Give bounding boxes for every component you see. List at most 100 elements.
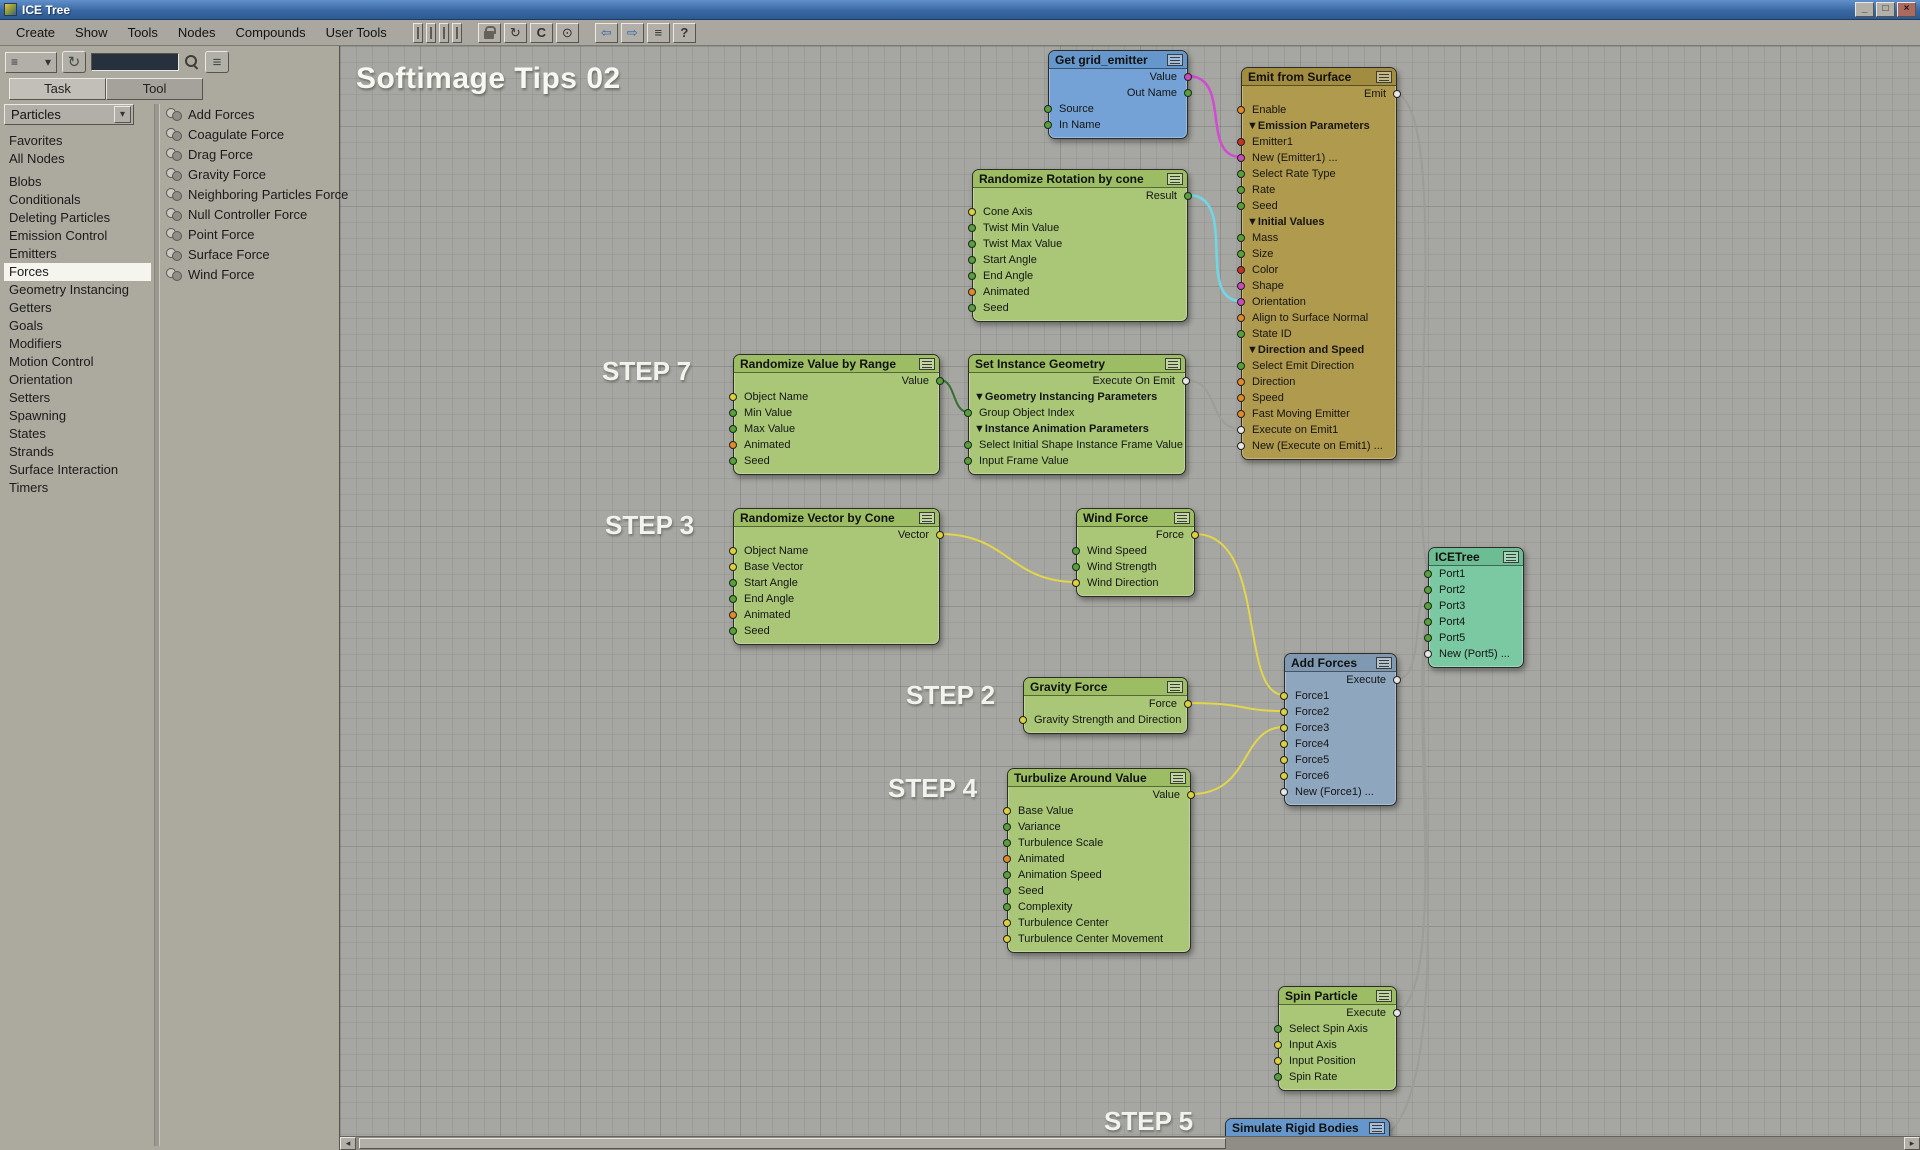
scroll-left-icon[interactable]: ◂	[340, 1137, 356, 1150]
node-item-drag-force[interactable]: Drag Force	[164, 144, 336, 164]
node-menu-icon[interactable]	[1376, 989, 1392, 1002]
input-port-force1[interactable]: Force1	[1280, 688, 1396, 704]
output-port-value[interactable]: Value	[1049, 69, 1192, 85]
input-port-twist-min-value[interactable]: Twist Min Value	[968, 220, 1187, 236]
menu-user-tools[interactable]: User Tools	[325, 25, 387, 40]
input-port-orientation[interactable]: Orientation	[1237, 294, 1396, 310]
input-port-complexity[interactable]: Complexity	[1003, 899, 1190, 915]
help-icon[interactable]: ?	[672, 22, 696, 43]
input-port-force5[interactable]: Force5	[1280, 752, 1396, 768]
node-menu-icon[interactable]	[1165, 357, 1181, 370]
input-port-select-emit-direction[interactable]: Select Emit Direction	[1237, 358, 1396, 374]
sync-icon[interactable]: ⊙	[555, 22, 579, 43]
input-port-color[interactable]: Color	[1237, 262, 1396, 278]
input-port-base-vector[interactable]: Base Vector	[729, 559, 939, 575]
input-port-new-force1[interactable]: New (Force1) ...	[1280, 784, 1396, 800]
node-item-add-forces[interactable]: Add Forces	[164, 104, 336, 124]
input-port-start-angle[interactable]: Start Angle	[729, 575, 939, 591]
node-menu-icon[interactable]	[1174, 511, 1190, 524]
sidebar-item-goals[interactable]: Goals	[9, 318, 43, 333]
sidebar-item-states[interactable]: States	[9, 426, 46, 441]
output-port-execute[interactable]: Execute	[1285, 672, 1401, 688]
sidebar-item-conditionals[interactable]: Conditionals	[9, 192, 81, 207]
input-port-new-emitter1[interactable]: New (Emitter1) ...	[1237, 150, 1396, 166]
input-port-start-angle[interactable]: Start Angle	[968, 252, 1187, 268]
wire-randomize-value-to-set-instance[interactable]	[939, 379, 969, 413]
input-port-gravity-strength-and-direction[interactable]: Gravity Strength and Direction	[1019, 712, 1187, 728]
preset-dropdown[interactable]: Particles ▾	[4, 104, 134, 125]
input-port-turbulence-scale[interactable]: Turbulence Scale	[1003, 835, 1190, 851]
input-port-select-rate-type[interactable]: Select Rate Type	[1237, 166, 1396, 182]
output-port-vector[interactable]: Vector	[734, 527, 944, 543]
input-port-select-spin-axis[interactable]: Select Spin Axis	[1274, 1021, 1396, 1037]
node-menu-icon[interactable]	[919, 511, 935, 524]
input-port-enable[interactable]: Enable	[1237, 102, 1396, 118]
node-item-gravity-force[interactable]: Gravity Force	[164, 164, 336, 184]
input-port-force4[interactable]: Force4	[1280, 736, 1396, 752]
wire-wind-to-add-forces[interactable]	[1194, 533, 1285, 696]
input-port-speed[interactable]: Speed	[1237, 390, 1396, 406]
input-port-select-initial-shape-instance-frame-value[interactable]: Select Initial Shape Instance Frame Valu…	[964, 437, 1185, 453]
wire-simulate-to-icetree[interactable]	[1389, 620, 1429, 1133]
scrollbar-thumb[interactable]	[359, 1138, 1226, 1149]
input-port-execute-on-emit1[interactable]: Execute on Emit1	[1237, 422, 1396, 438]
input-port-rate[interactable]: Rate	[1237, 182, 1396, 198]
input-port-wind-strength[interactable]: Wind Strength	[1072, 559, 1194, 575]
lock-icon[interactable]	[477, 22, 501, 43]
input-port-port4[interactable]: Port4	[1424, 614, 1523, 630]
input-port-new-port5[interactable]: New (Port5) ...	[1424, 646, 1523, 662]
input-port-state-id[interactable]: State ID	[1237, 326, 1396, 342]
wire-gravity-to-add-forces[interactable]	[1187, 702, 1285, 712]
wire-randomize-vector-to-wind[interactable]	[939, 533, 1077, 583]
input-port-max-value[interactable]: Max Value	[729, 421, 939, 437]
menu-show[interactable]: Show	[75, 25, 108, 40]
output-port-force[interactable]: Force	[1024, 696, 1192, 712]
wire-add-forces-to-icetree[interactable]	[1396, 588, 1429, 680]
pane-layout-icon-2[interactable]	[425, 22, 436, 43]
node-item-null-controller-force[interactable]: Null Controller Force	[164, 204, 336, 224]
search-input[interactable]	[91, 53, 179, 71]
pane-layout-icon-4[interactable]	[451, 22, 462, 43]
input-port-direction[interactable]: Direction	[1237, 374, 1396, 390]
node-menu-icon[interactable]	[919, 357, 935, 370]
node-item-point-force[interactable]: Point Force	[164, 224, 336, 244]
node-item-surface-force[interactable]: Surface Force	[164, 244, 336, 264]
input-port-input-axis[interactable]: Input Axis	[1274, 1037, 1396, 1053]
input-port-turbulence-center[interactable]: Turbulence Center	[1003, 915, 1190, 931]
node-item-wind-force[interactable]: Wind Force	[164, 264, 336, 284]
input-port-port3[interactable]: Port3	[1424, 598, 1523, 614]
input-port-animated[interactable]: Animated	[1003, 851, 1190, 867]
node-menu-icon[interactable]	[1369, 1121, 1385, 1134]
sidebar-item-modifiers[interactable]: Modifiers	[9, 336, 62, 351]
sidebar-item-blobs[interactable]: Blobs	[9, 174, 42, 189]
input-port-spin-rate[interactable]: Spin Rate	[1274, 1069, 1396, 1085]
input-port-mass[interactable]: Mass	[1237, 230, 1396, 246]
input-port-fast-moving-emitter[interactable]: Fast Moving Emitter	[1237, 406, 1396, 422]
maximize-button[interactable]: □	[1876, 2, 1895, 17]
minimize-button[interactable]: _	[1855, 2, 1874, 17]
nav-back-icon[interactable]: ⇦	[594, 22, 618, 43]
node-menu-icon[interactable]	[1170, 771, 1186, 784]
input-port-port1[interactable]: Port1	[1424, 566, 1523, 582]
input-port-variance[interactable]: Variance	[1003, 819, 1190, 835]
column-divider[interactable]	[154, 104, 160, 1146]
sidebar-item-surface-interaction[interactable]: Surface Interaction	[9, 462, 119, 477]
input-port-animated[interactable]: Animated	[729, 437, 939, 453]
input-port-base-value[interactable]: Base Value	[1003, 803, 1190, 819]
input-port-emitter1[interactable]: Emitter1	[1237, 134, 1396, 150]
sidebar-item-all-nodes[interactable]: All Nodes	[9, 151, 65, 166]
node-menu-icon[interactable]	[1167, 680, 1183, 693]
sidebar-item-spawning[interactable]: Spawning	[9, 408, 67, 423]
sidebar-item-emitters[interactable]: Emitters	[9, 246, 57, 261]
input-port-in-name[interactable]: In Name	[1044, 117, 1187, 133]
sidebar-item-forces[interactable]: Forces	[4, 263, 151, 281]
node-menu-icon[interactable]	[1503, 550, 1519, 563]
input-port-seed[interactable]: Seed	[1003, 883, 1190, 899]
sidebar-item-deleting-particles[interactable]: Deleting Particles	[9, 210, 111, 225]
input-port-turbulence-center-movement[interactable]: Turbulence Center Movement	[1003, 931, 1190, 947]
